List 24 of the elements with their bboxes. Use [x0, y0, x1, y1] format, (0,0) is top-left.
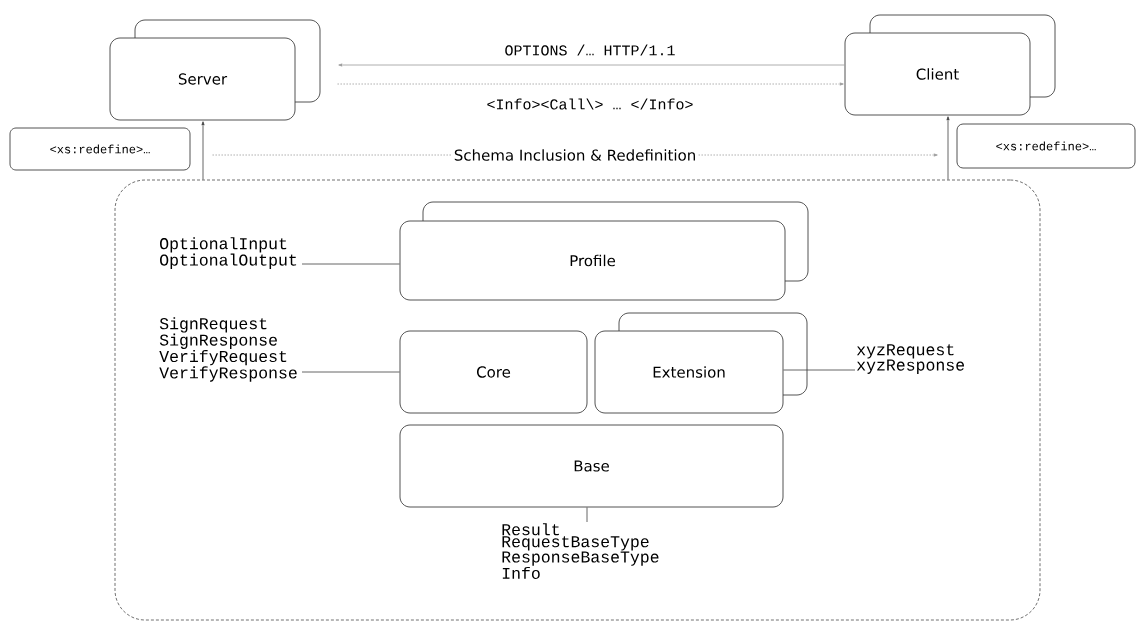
arrow [946, 116, 950, 180]
element-list: xyzRequest xyzResponse [856, 344, 964, 374]
arrow [338, 63, 845, 67]
group-frame [114, 179, 1041, 621]
connector-line [586, 507, 588, 523]
process-box: Base [399, 424, 784, 508]
process-box: Core [399, 330, 588, 414]
connector-line [301, 371, 400, 373]
code-box: <xs:redefine>… [9, 127, 191, 171]
element-list: OptionalInput OptionalOutput [160, 237, 297, 269]
arrow [201, 121, 205, 180]
edge-label: OPTIONS /… HTTP/1.1 [502, 42, 678, 58]
connector-line [301, 263, 400, 265]
stacked-box: Client [844, 14, 1056, 116]
element-list: Result RequestBaseType ResponseBaseType Info [502, 523, 659, 579]
connector-line [783, 369, 856, 371]
code-box: <xs:redefine>… [956, 123, 1136, 169]
stacked-box: Profile [399, 201, 809, 301]
stacked-box: Server [109, 19, 321, 121]
stacked-box: Extension [594, 312, 808, 414]
edge-label: <Info><Call\> … </Info> [484, 96, 696, 112]
arrow [337, 82, 844, 86]
element-list: SignRequest SignResponse VerifyRequest VerifyResponse [159, 317, 297, 382]
edge-label: Schema Inclusion & Redefinition [451, 147, 699, 163]
